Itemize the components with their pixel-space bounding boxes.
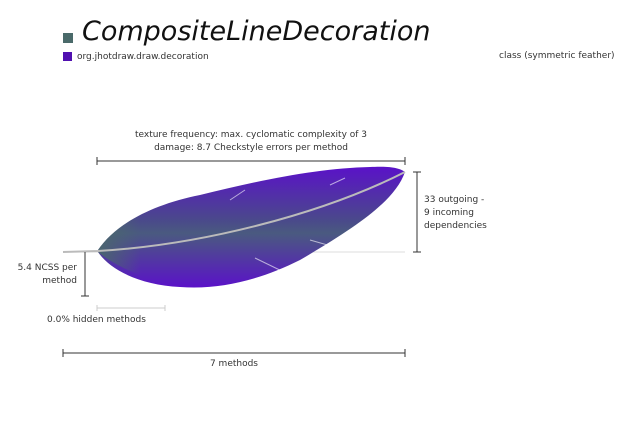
methods-label: 7 methods <box>209 359 259 369</box>
feather-base-shade <box>98 186 240 290</box>
dependencies-label-3: dependencies <box>424 221 487 231</box>
ncss-label-2: method <box>42 276 77 286</box>
texture-label: texture frequency: max. cyclomatic compl… <box>134 130 368 140</box>
class-type: class (symmetric feather) <box>499 51 615 61</box>
dimension-brackets <box>62 157 421 357</box>
dependencies-label-1: 33 outgoing - <box>424 195 485 205</box>
ncss-label-1: 5.4 NCSS per <box>17 263 77 273</box>
class-color-swatch <box>63 33 73 43</box>
hidden-methods-label: 0.0% hidden methods <box>47 315 146 325</box>
package-color-swatch <box>63 52 72 61</box>
class-title: CompositeLineDecoration <box>82 16 431 47</box>
hidden-methods-bracket <box>96 305 166 311</box>
dependencies-label-2: 9 incoming <box>424 208 474 218</box>
damage-label: damage: 8.7 Checkstyle errors per method <box>154 143 348 153</box>
package-name: org.jhotdraw.draw.decoration <box>77 52 209 62</box>
feather-splits <box>229 177 346 276</box>
feather-quill <box>62 171 406 253</box>
